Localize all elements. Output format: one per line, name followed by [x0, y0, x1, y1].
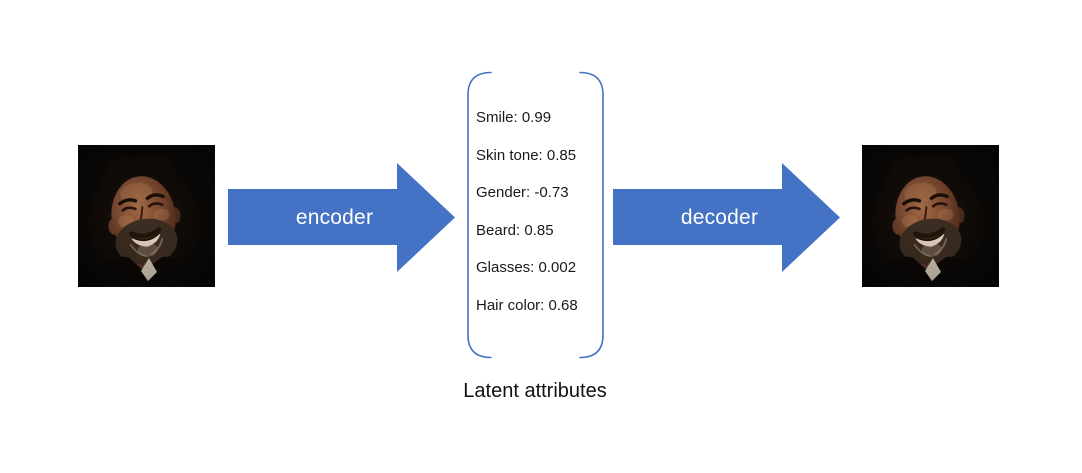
face-photo-art: [862, 145, 999, 287]
latent-attributes-caption: Latent attributes: [463, 380, 607, 402]
face-photo-art: [78, 145, 215, 287]
latent-attribute-gender: Gender: -0.73: [476, 184, 569, 202]
decoder-label: decoder: [680, 205, 759, 229]
latent-attribute-beard: Beard: 0.85: [476, 221, 554, 239]
latent-attributes-list: Smile: 0.99 Skin tone: 0.85 Gender: -0.7…: [476, 99, 601, 324]
output-face-image: [862, 145, 999, 287]
encoder-arrow: encoder: [228, 163, 455, 272]
latent-attributes-bracket: [467, 71, 604, 359]
right-arrow-shape: [613, 163, 840, 272]
right-arrow-shape: [228, 163, 455, 272]
right-bracket-path: [579, 71, 604, 359]
decoder-arrow: decoder: [613, 163, 840, 272]
latent-attribute-skin-tone: Skin tone: 0.85: [476, 146, 577, 164]
encoder-arrow-polygon: [228, 163, 455, 272]
input-face-image: [78, 145, 215, 287]
encoder-label: encoder: [295, 205, 374, 229]
left-bracket-path: [467, 71, 492, 359]
latent-attribute-smile: Smile: 0.99: [476, 109, 552, 127]
decoder-arrow-polygon: [613, 163, 840, 272]
latent-attribute-hair-color: Hair color: 0.68: [476, 296, 578, 314]
latent-attribute-glasses: Glasses: 0.002: [476, 259, 577, 277]
